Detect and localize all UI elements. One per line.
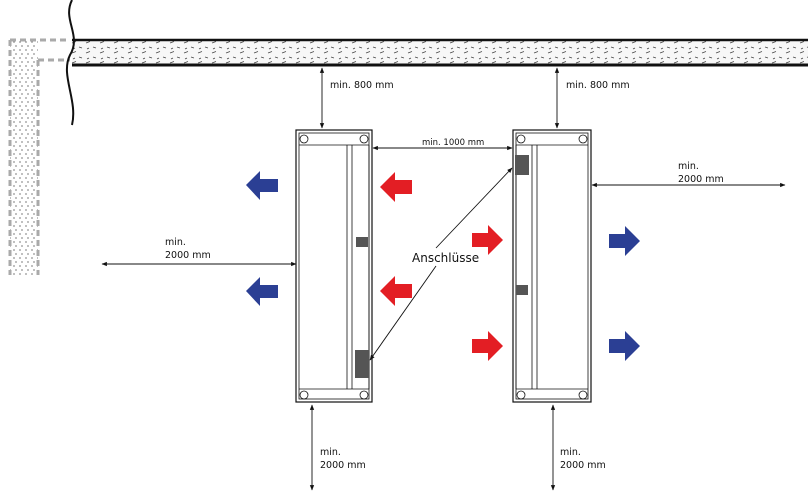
label-left-side-2: 2000 mm [165,250,211,261]
label-middle-gap: min. 1000 mm [422,138,484,148]
label-connections: Anschlüsse [412,251,479,265]
connector-left-bottom [355,350,369,378]
label-bottom-left-1: min. [320,447,341,458]
label-top-left: min. 800 mm [330,80,394,91]
exhaust-arrow-right-lower [609,331,640,361]
supply-arrow-right-upper [472,225,503,255]
supply-arrow-left-upper [380,172,412,202]
exhaust-arrow-right-upper [609,226,640,256]
exhaust-arrow-left-upper [246,171,278,200]
connector-right-bottom [516,285,528,295]
dimension-middle-gap: min. 1000 mm [372,138,513,151]
connector-right-top [515,155,529,175]
label-right-side-1: min. [678,161,699,172]
unit-right [512,129,592,403]
connections-callout: Anschlüsse [369,167,513,361]
dimension-left-side: min. 2000 mm [101,237,297,267]
label-left-side-1: min. [165,237,186,248]
dimension-right-side: min. 2000 mm [591,161,786,188]
unit-left [295,129,373,403]
connector-left-top [356,237,368,247]
label-right-side-2: 2000 mm [678,174,724,185]
dimension-top-left: min. 800 mm [319,67,394,129]
label-top-right: min. 800 mm [566,80,630,91]
supply-arrow-right-lower [472,331,503,361]
label-bottom-left-2: 2000 mm [320,460,366,471]
dimension-bottom-right: min. 2000 mm [550,404,606,491]
supply-arrow-left-lower [380,276,412,306]
label-bottom-right-2: 2000 mm [560,460,606,471]
ceiling-slab [65,0,808,126]
exhaust-arrow-left-lower [246,277,278,306]
wall [8,38,70,275]
label-bottom-right-1: min. [560,447,581,458]
dimension-bottom-left: min. 2000 mm [309,404,366,491]
dimension-top-right: min. 800 mm [554,67,630,129]
